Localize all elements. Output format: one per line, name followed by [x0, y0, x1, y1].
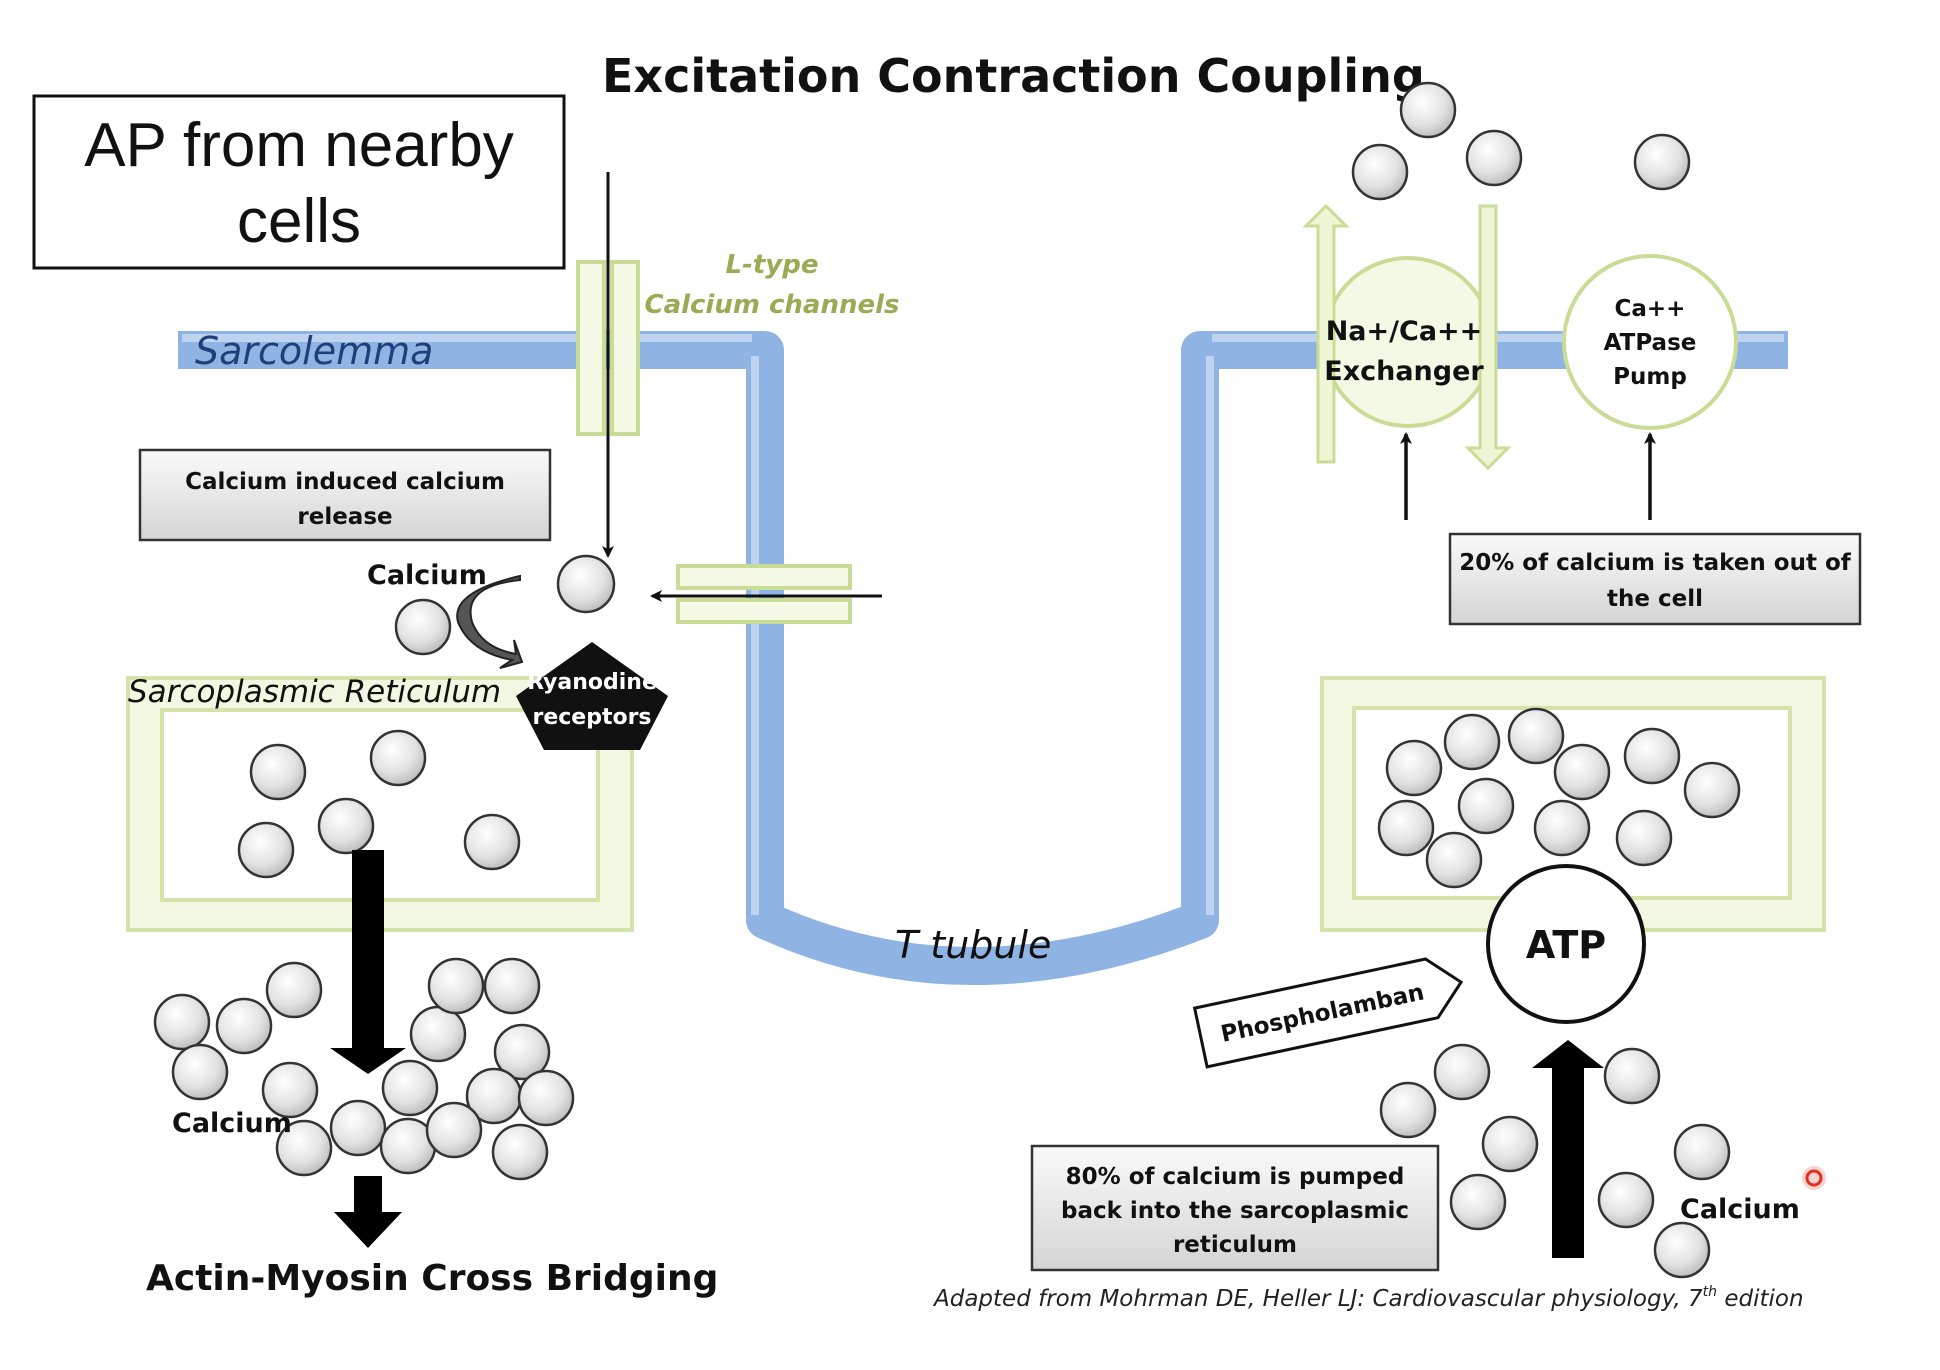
t-tubule-label: T tubule: [895, 923, 1051, 967]
red-marker-icon: [1802, 1166, 1826, 1190]
l-type-label-line1: L-type: [726, 250, 819, 280]
efflux-line2: the cell: [1607, 586, 1703, 612]
pump-line1: Ca++: [1615, 296, 1686, 322]
citation-text: Adapted from Mohrman DE, Heller LJ: Card…: [932, 1286, 1703, 1312]
extracellular-ions: [1351, 81, 1691, 201]
calcium-ion: [556, 554, 616, 614]
reuptake-arrow: [1532, 1040, 1604, 1258]
reuptake-line3: reticulum: [1173, 1232, 1297, 1258]
sarcolemma-label: Sarcolemma: [195, 329, 433, 373]
actin-myosin-label: Actin-Myosin Cross Bridging: [146, 1258, 718, 1299]
citation-sup: th: [1703, 1284, 1717, 1300]
reuptake-line1: 80% of calcium is pumped: [1066, 1164, 1405, 1190]
sr-left-ions: [237, 729, 521, 879]
calcium-label-left: Calcium: [172, 1108, 292, 1139]
efflux-line1: 20% of calcium is taken out of: [1459, 550, 1852, 576]
calcium-ion: [394, 598, 452, 656]
phospholamban-tag: Phospholamban: [1192, 957, 1464, 1069]
cicr-box: Calcium induced calcium release: [138, 448, 552, 542]
exchanger-line2: Exchanger: [1324, 356, 1484, 387]
citation: Adapted from Mohrman DE, Heller LJ: Card…: [932, 1284, 1804, 1312]
exchanger-line1: Na+/Ca++: [1326, 316, 1483, 347]
t-tubule-channel: [676, 564, 852, 624]
cytosol-calcium-cloud: [153, 957, 575, 1181]
citation-tail: edition: [1717, 1286, 1804, 1312]
ryanodine-receptor: Ryanodine receptors: [516, 642, 668, 750]
ryanodine-line2: receptors: [532, 705, 651, 730]
efflux-box: 20% of calcium is taken out of the cell: [1448, 532, 1862, 626]
ap-source-box: AP from nearby cells: [32, 94, 566, 270]
sr-right-ions: [1377, 707, 1741, 889]
reuptake-box: 80% of calcium is pumped back into the s…: [1030, 1144, 1440, 1272]
cicr-line1: Calcium induced calcium: [185, 469, 505, 495]
ap-box-line1: AP from nearby: [84, 111, 514, 180]
atp-label: ATP: [1526, 923, 1606, 967]
sr-label: Sarcoplasmic Reticulum: [128, 674, 501, 710]
atp-node: ATP: [1486, 864, 1646, 1024]
reuptake-line2: back into the sarcoplasmic: [1061, 1198, 1409, 1224]
right-cytosol-ions: [1379, 1043, 1731, 1279]
na-ca-exchanger: Na+/Ca++ Exchanger: [1302, 203, 1512, 471]
pump-line2: ATPase: [1604, 330, 1697, 356]
curved-arrow-icon: [456, 574, 524, 669]
l-type-calcium-channel: [576, 260, 640, 436]
diagram-title: Excitation Contraction Coupling: [602, 49, 1425, 103]
ryanodine-line1: Ryanodine: [527, 670, 657, 695]
ap-box-line2: cells: [237, 187, 361, 256]
cicr-line2: release: [297, 504, 392, 530]
release-arrow: [330, 850, 406, 1074]
pump-line3: Pump: [1613, 364, 1687, 390]
l-type-label-line2: Calcium channels: [644, 290, 899, 320]
membrane-tubule: [178, 331, 1788, 985]
crossbridge-arrow: [334, 1176, 402, 1248]
ca-atpase-pump: Ca++ ATPase Pump: [1562, 254, 1738, 430]
calcium-label-top: Calcium: [367, 560, 487, 591]
calcium-label-right: Calcium: [1680, 1194, 1800, 1225]
